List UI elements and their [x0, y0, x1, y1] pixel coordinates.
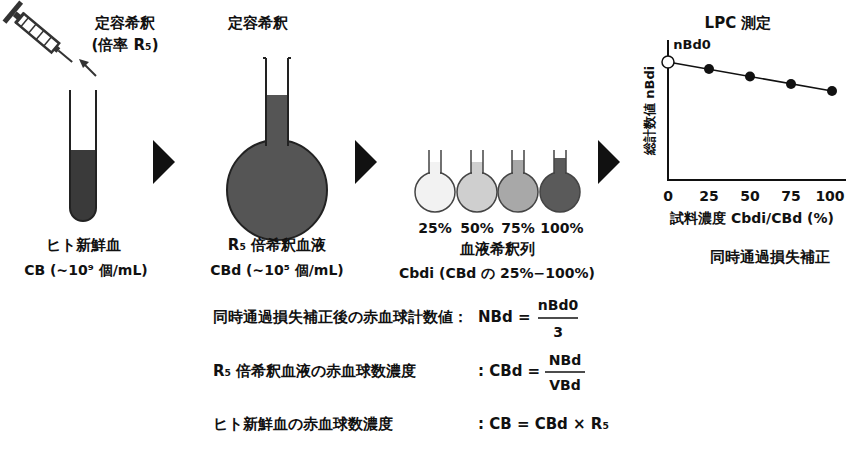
test-tube — [70, 90, 96, 221]
formula-label: R₅ 倍希釈血液の赤血球数濃度 — [213, 363, 416, 380]
step-label: (倍率 R₅) — [91, 37, 158, 54]
volumetric-flask — [227, 58, 327, 240]
sample-name: R₅ 倍希釈血液 — [228, 237, 326, 254]
lpc-chart — [662, 40, 846, 181]
step-label: 定容希釈 — [228, 15, 288, 32]
fraction-bar — [538, 317, 578, 319]
sample-concentration: CBd (∼10⁵ 個/mL) — [210, 262, 343, 278]
formula: VBd — [549, 377, 581, 393]
axis-title: 総計数値 nBdi — [644, 65, 659, 154]
dilution-flasks — [415, 150, 580, 212]
tick-label: 100 — [815, 188, 844, 204]
sample-name: ヒト新鮮血 — [46, 237, 121, 254]
formula: NBd — [549, 352, 581, 368]
step-arrow — [598, 140, 620, 184]
sample-concentration: Cbdi (CBd の 25%−100%) — [399, 265, 595, 281]
axis-title: 試料濃度 Cbdi/CBd (%) — [670, 210, 834, 226]
flask-percent: 25% — [418, 220, 452, 236]
step-arrow — [355, 140, 377, 184]
step-label: LPC 測定 — [705, 15, 772, 32]
sample-name: 血液希釈列 — [460, 241, 535, 258]
draw-arrow — [84, 64, 96, 76]
syringe — [3, 1, 81, 72]
tick-label: 0 — [663, 188, 673, 204]
fraction-bar — [545, 371, 585, 373]
flask-percent: 50% — [460, 220, 494, 236]
tick-label: 50 — [740, 188, 759, 204]
sample-concentration: CB (∼10⁹ 個/mL) — [24, 262, 147, 278]
formula: NBd = — [478, 309, 531, 326]
blood-fill — [70, 150, 96, 221]
flask-percent: 75% — [501, 220, 535, 236]
formula: nBd0 — [538, 297, 578, 313]
flask-percent: 100% — [540, 220, 583, 236]
step-arrow — [153, 140, 175, 184]
formula: 3 — [553, 324, 563, 340]
formula-label: 同時通過損失補正後の赤血球計数値： — [213, 309, 468, 326]
step-label: 同時通過損失補正 — [710, 249, 830, 266]
tick-label: 25 — [699, 188, 718, 204]
step-label: 定容希釈 — [95, 15, 155, 32]
formula: : CB = CBd × R₅ — [478, 416, 609, 433]
axis-annotation: nBd0 — [673, 38, 711, 53]
formula-label: ヒト新鮮血の赤血球数濃度 — [213, 416, 393, 433]
tick-label: 75 — [781, 188, 800, 204]
formula: : CBd = — [478, 363, 540, 380]
